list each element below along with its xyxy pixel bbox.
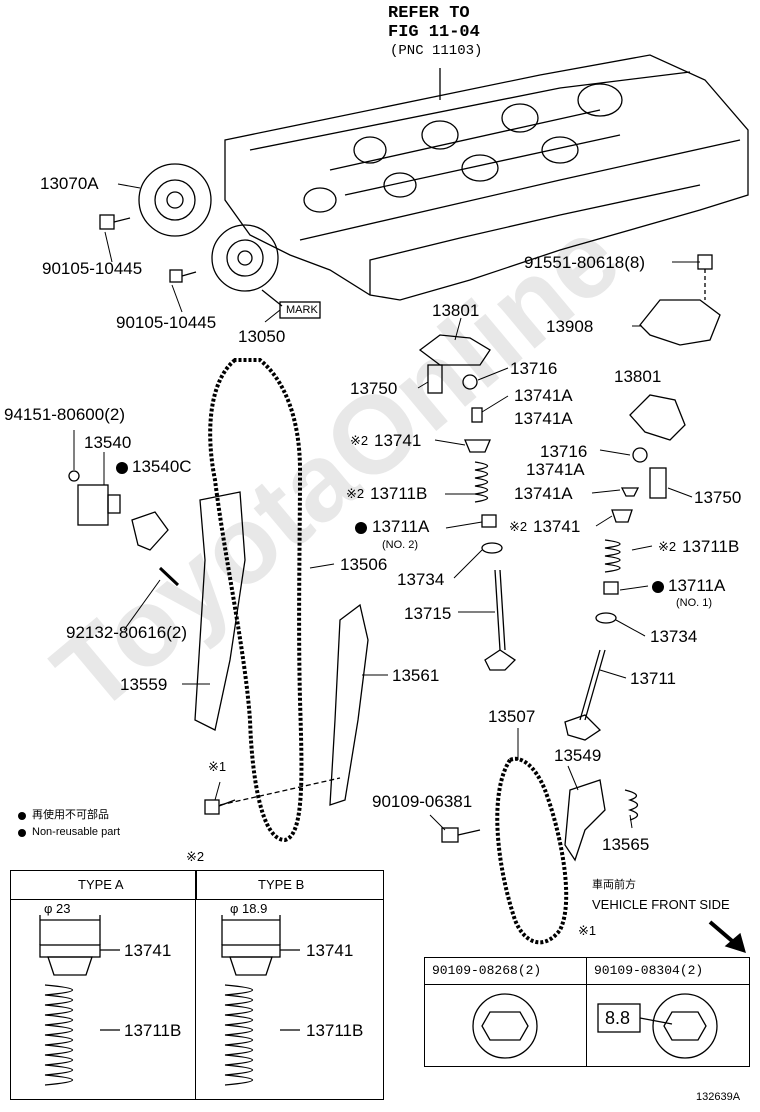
label-13507[interactable]: 13507 bbox=[488, 707, 536, 726]
label-92132[interactable]: 92132-80616(2) bbox=[66, 623, 187, 642]
label-13908[interactable]: 13908 bbox=[546, 317, 594, 336]
legend-dot bbox=[18, 812, 26, 820]
label-13734-b[interactable]: 13734 bbox=[650, 627, 698, 646]
label-13741-b[interactable]: 13741 bbox=[533, 517, 581, 536]
bolt-header-1: 90109-08268(2) bbox=[432, 963, 542, 978]
label-13715[interactable]: 13715 bbox=[404, 604, 452, 623]
ref-mark-1b: ※1 bbox=[578, 923, 597, 938]
label-13540[interactable]: 13540 bbox=[84, 433, 132, 452]
label-13734-a[interactable]: 13734 bbox=[397, 570, 445, 589]
label-90109[interactable]: 90109-06381 bbox=[372, 792, 473, 811]
type-a-13711b[interactable]: 13711B bbox=[124, 1021, 182, 1040]
label-13741a-d[interactable]: 13741A bbox=[514, 484, 573, 503]
label-13711a-b[interactable]: 13711A bbox=[668, 576, 726, 595]
legend-jp: 再使用不可部品 bbox=[32, 809, 109, 821]
type-b-label: TYPE B bbox=[258, 877, 305, 892]
label-13549[interactable]: 13549 bbox=[554, 746, 602, 765]
label-no1: (NO. 1) bbox=[676, 597, 713, 609]
label-13801-b[interactable]: 13801 bbox=[614, 367, 662, 386]
label-13741a-c[interactable]: 13741A bbox=[526, 460, 585, 479]
chain-guide-13559 bbox=[194, 491, 246, 731]
label-94151[interactable]: 94151-80600(2) bbox=[4, 405, 125, 424]
ref-mark-1a: ※1 bbox=[208, 759, 227, 774]
cam-gear-13070a bbox=[138, 163, 212, 237]
timing-chain-13506 bbox=[208, 358, 304, 843]
refer-line-3: (PNC 11103) bbox=[390, 43, 483, 59]
label-13711b-a[interactable]: 13711B bbox=[370, 484, 428, 503]
bolt-header-2: 90109-08304(2) bbox=[594, 963, 704, 978]
label-13801-a[interactable]: 13801 bbox=[432, 301, 480, 320]
refer-line-2: FIG 11-04 bbox=[388, 23, 480, 42]
type-b-13741[interactable]: 13741 bbox=[306, 941, 354, 960]
cylinder-head bbox=[224, 54, 749, 301]
label-mark: MARK bbox=[286, 304, 318, 316]
non-reusable-dot bbox=[355, 522, 367, 534]
front-en: VEHICLE FRONT SIDE bbox=[592, 897, 730, 912]
label-13561[interactable]: 13561 bbox=[392, 666, 440, 685]
label-13750-a[interactable]: 13750 bbox=[350, 379, 398, 398]
label-13716-a[interactable]: 13716 bbox=[510, 359, 558, 378]
label-13711a-a[interactable]: 13711A bbox=[372, 517, 430, 536]
chain-damper-13561 bbox=[329, 603, 369, 806]
label-13750-b[interactable]: 13750 bbox=[694, 488, 742, 507]
legend-dot bbox=[18, 829, 26, 837]
label-13070a[interactable]: 13070A bbox=[40, 174, 99, 193]
diameter-a: φ 23 bbox=[44, 901, 71, 916]
cam-gear-13050 bbox=[211, 224, 279, 292]
label-90105-b[interactable]: 90105-10445 bbox=[116, 313, 217, 332]
bolt-strength-mark: 8.8 bbox=[605, 1008, 631, 1028]
type-a-label: TYPE A bbox=[78, 877, 124, 892]
label-90105-a[interactable]: 90105-10445 bbox=[42, 259, 143, 278]
type-comparison-box bbox=[10, 870, 384, 1100]
bolt-table bbox=[424, 957, 750, 1067]
diameter-b: φ 18.9 bbox=[230, 901, 268, 916]
label-13711[interactable]: 13711 bbox=[630, 669, 677, 688]
figure-number: 132639A bbox=[696, 1091, 741, 1103]
label-91551[interactable]: 91551-80618(8) bbox=[524, 253, 645, 272]
label-13565[interactable]: 13565 bbox=[602, 835, 650, 854]
timing-chain-13507 bbox=[495, 756, 569, 945]
label-13559[interactable]: 13559 bbox=[120, 675, 168, 694]
non-reusable-dot bbox=[652, 581, 664, 593]
label-13741a-b[interactable]: 13741A bbox=[514, 409, 573, 428]
label-13741a-a[interactable]: 13741A bbox=[514, 386, 573, 405]
ref-mark-2a: ※2 bbox=[350, 433, 369, 448]
type-a-13741[interactable]: 13741 bbox=[124, 941, 172, 960]
label-no2: (NO. 2) bbox=[382, 539, 419, 551]
ref-mark-2c: ※2 bbox=[509, 519, 528, 534]
label-13711b-b[interactable]: 13711B bbox=[682, 537, 740, 556]
type-b-13711b[interactable]: 13711B bbox=[306, 1021, 364, 1040]
legend-en: Non-reusable part bbox=[32, 826, 121, 838]
non-reusable-dot bbox=[116, 462, 128, 474]
ref-mark-2d: ※2 bbox=[658, 539, 677, 554]
label-13716-b[interactable]: 13716 bbox=[540, 442, 588, 461]
label-13540c[interactable]: 13540C bbox=[132, 457, 192, 476]
label-13741-a[interactable]: 13741 bbox=[374, 431, 422, 450]
front-jp: 車両前方 bbox=[592, 879, 636, 891]
refer-line-1: REFER TO bbox=[388, 4, 470, 23]
label-13506[interactable]: 13506 bbox=[340, 555, 388, 574]
ref-mark-2b: ※2 bbox=[346, 486, 365, 501]
ref-mark-2e: ※2 bbox=[186, 849, 205, 864]
label-13050[interactable]: 13050 bbox=[238, 327, 286, 346]
